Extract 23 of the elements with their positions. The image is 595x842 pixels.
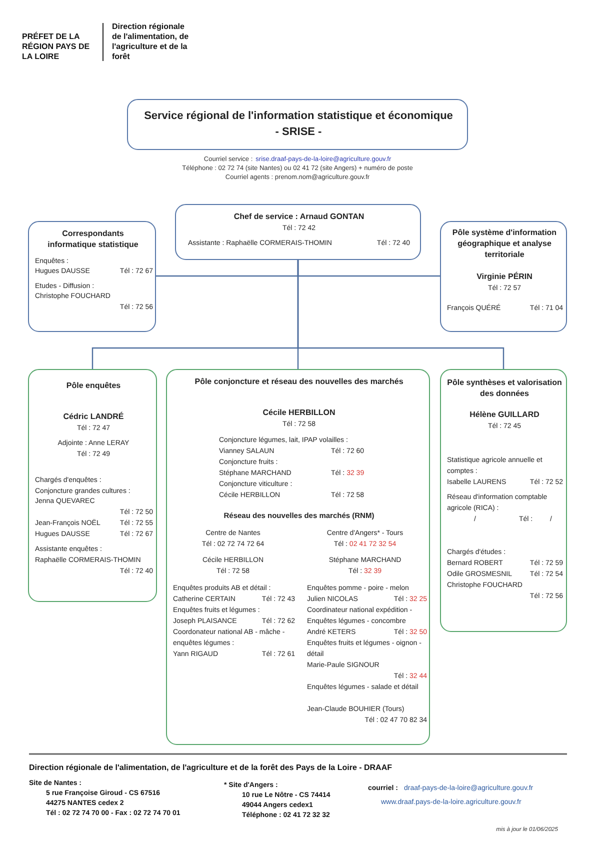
box-heading: Correspondants informatique statistique — [46, 229, 140, 251]
head-of-service-box — [175, 204, 421, 260]
box-heading: Pôle système d'information géographique et analyse territoriale — [451, 228, 558, 260]
team-box — [28, 369, 157, 602]
connector-line — [297, 260, 504, 369]
box-heading: Pôle synthèses et valorisation des données — [446, 378, 563, 400]
service-title-box — [127, 99, 468, 150]
box-heading: Virginie PÉRIN — [476, 272, 534, 283]
box-heading: - SRISE - — [274, 125, 323, 140]
box-heading: Pôle conjoncture et réseau des nouvelles des marchés — [194, 377, 404, 388]
authority-name: PRÉFET DE LA RÉGION PAYS DE LA LOIRE — [22, 32, 91, 62]
team-box — [166, 369, 430, 745]
box-heading: Chef de service : Arnaud GONTAN — [232, 212, 366, 223]
team-box — [440, 221, 567, 332]
team-box — [440, 369, 567, 632]
footer-heading: Direction régionale de l'alimentation, de l'agriculture et de la forêt des Pays de la Loire - DRAAF — [29, 763, 392, 772]
team-box — [28, 221, 156, 332]
directorate-name: Direction régionale de l'alimentation, de l'agriculture et de la forêt — [112, 22, 190, 62]
box-heading: Cédric LANDRÉ — [62, 412, 125, 423]
box-heading: Service régional de l'information statistique et économique — [143, 109, 454, 124]
box-heading: Cécile HERBILLON — [262, 408, 336, 419]
box-heading: Pôle enquêtes — [65, 381, 122, 392]
box-heading: Hélène GUILLARD — [468, 410, 540, 421]
